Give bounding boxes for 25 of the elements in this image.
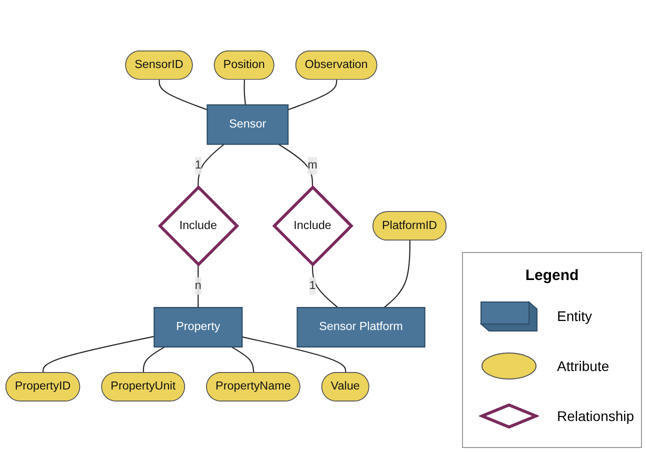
edge-label: n bbox=[194, 280, 202, 292]
connector bbox=[198, 144, 224, 188]
connector bbox=[244, 80, 246, 106]
connector bbox=[42, 336, 154, 373]
legend-label: Attribute bbox=[557, 358, 610, 374]
connector bbox=[278, 144, 314, 188]
legend-label: Entity bbox=[557, 308, 592, 324]
connector bbox=[198, 264, 199, 308]
node-box: Property bbox=[154, 307, 243, 348]
connector bbox=[384, 240, 410, 308]
edge-label: 1 bbox=[194, 159, 202, 172]
connector bbox=[242, 336, 346, 373]
connector bbox=[288, 80, 338, 110]
edge-label: 1 bbox=[309, 280, 316, 292]
legend-heading: Legend bbox=[524, 267, 580, 284]
connector bbox=[142, 346, 166, 373]
legend-label: Relationship bbox=[557, 408, 634, 424]
connector bbox=[231, 346, 254, 373]
node-diamond: Include bbox=[272, 185, 354, 267]
node-box: Sensor bbox=[206, 104, 289, 145]
connector bbox=[312, 264, 338, 308]
node-diamond: Include bbox=[158, 185, 240, 267]
edge-label: m bbox=[308, 159, 318, 172]
connector bbox=[158, 80, 208, 110]
node-box: Sensor Platform bbox=[296, 307, 426, 348]
